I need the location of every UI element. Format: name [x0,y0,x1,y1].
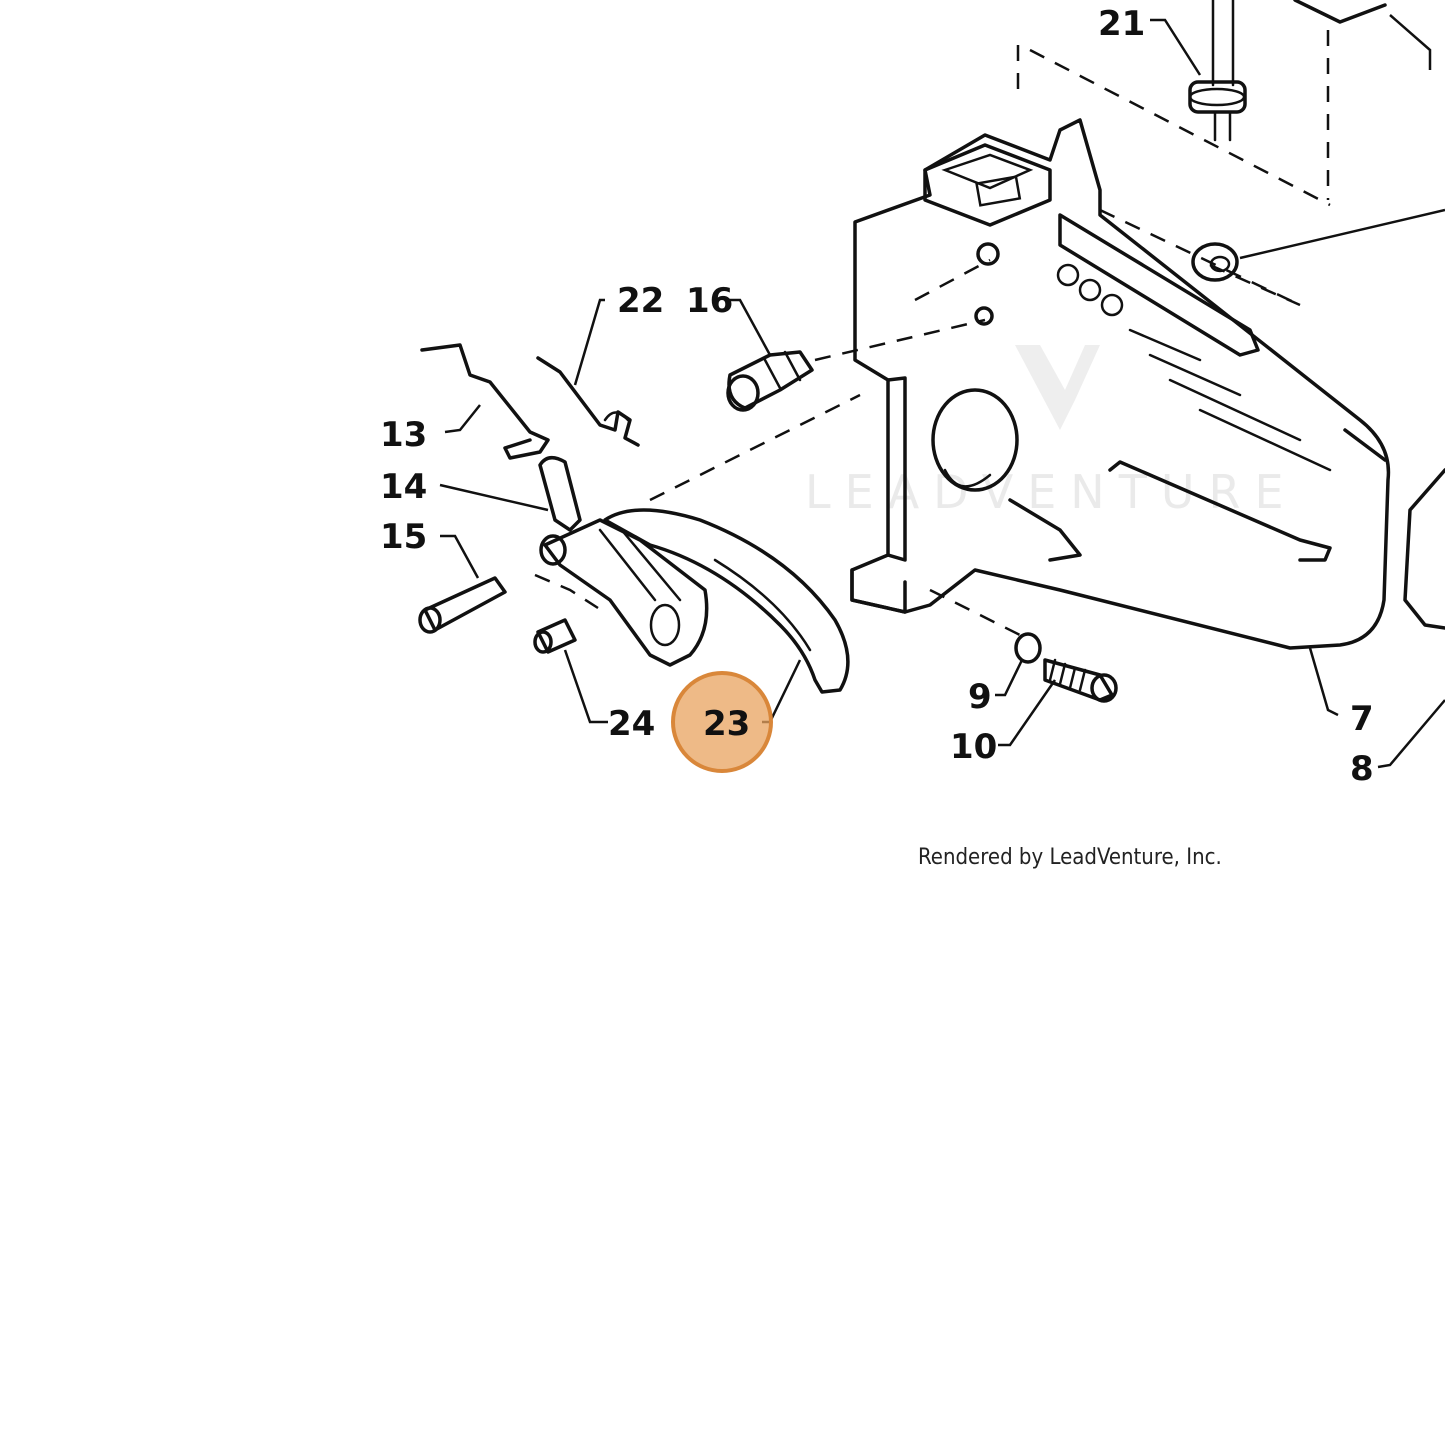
callout-8[interactable]: 8 [1350,749,1374,789]
callout-21[interactable]: 21 [1098,4,1145,44]
part-10-bolt[interactable] [1043,658,1118,703]
callout-14[interactable]: 14 [380,467,427,507]
assembly-lines [534,258,1301,637]
dashed-alignment-box [1016,30,1331,307]
callout-23-highlight [671,671,773,773]
part-16-fitting[interactable] [726,350,814,412]
grommet[interactable] [1191,208,1445,282]
callout-13[interactable]: 13 [380,415,427,455]
watermark-text: LEADVENTURE [805,465,1298,519]
callout-16[interactable]: 16 [686,281,733,321]
leader-lines [439,14,1445,769]
part-15-pin[interactable] [418,576,507,634]
callout-10[interactable]: 10 [950,727,997,767]
callout-23[interactable]: 23 [703,704,750,744]
callout-22[interactable]: 22 [617,281,664,321]
watermark: LEADVENTURE [805,345,1298,519]
callout-24[interactable]: 24 [608,704,655,744]
render-credit: Rendered by LeadVenture, Inc. [918,845,1222,870]
callout-15[interactable]: 15 [380,517,427,557]
callout-labels: 21 22 16 13 14 15 24 23 9 10 7 8 [380,4,1374,789]
callout-7[interactable]: 7 [1350,699,1374,739]
part-top-right-block[interactable] [1293,0,1387,24]
part-8-block[interactable] [1403,468,1445,630]
part-13-wire[interactable] [420,343,550,460]
part-24-pin[interactable] [533,618,577,654]
part-21-rod[interactable] [1188,0,1247,142]
part-23-brake-band[interactable] [603,508,850,694]
part-9-washer[interactable] [1014,632,1042,664]
callout-9[interactable]: 9 [968,677,992,717]
part-22-spring[interactable] [536,356,640,447]
part-7-housing[interactable] [850,118,1391,650]
part-14-lever[interactable] [538,455,709,667]
